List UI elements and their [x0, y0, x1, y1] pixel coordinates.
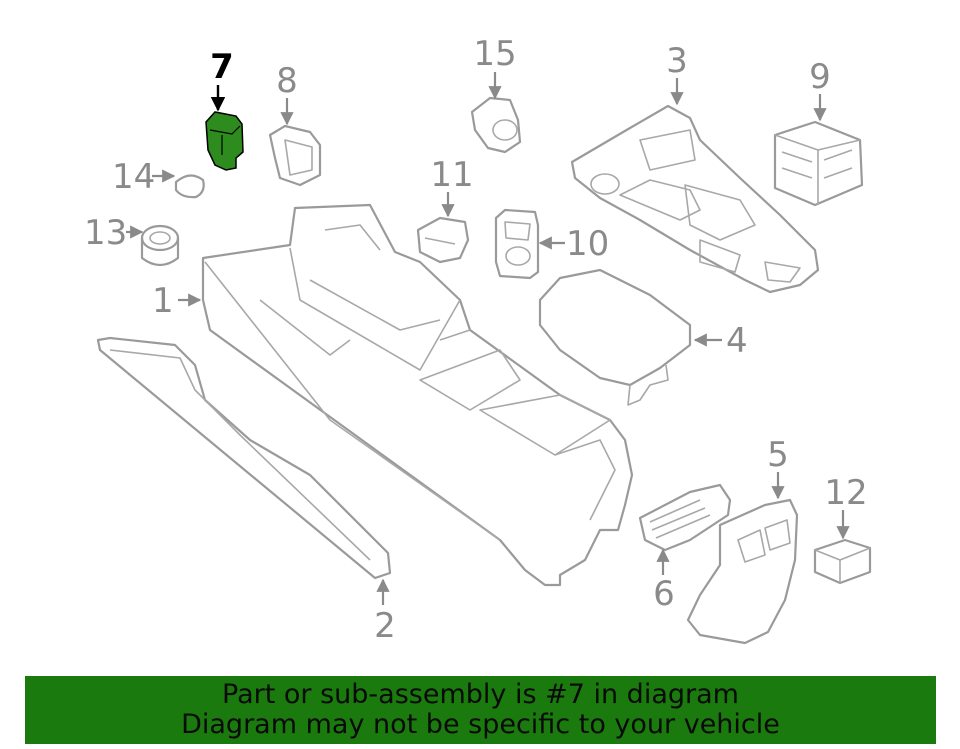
part-13-socket[interactable]: [140, 224, 180, 267]
part-1-console-body[interactable]: [201, 203, 634, 587]
part-8-switch[interactable]: [268, 124, 322, 187]
callout-3: 3: [666, 41, 688, 81]
part-6-rear-vent[interactable]: [638, 483, 732, 552]
callout-13: 13: [84, 213, 127, 253]
part-2-side-trim[interactable]: [96, 336, 392, 580]
callout-6: 6: [653, 574, 675, 614]
banner-line-1: Part or sub-assembly is #7 in diagram: [222, 679, 739, 710]
callout-12: 12: [824, 473, 867, 513]
part-9-module[interactable]: [773, 120, 864, 207]
callout-9: 9: [809, 57, 831, 97]
callout-1: 1: [152, 281, 174, 321]
callout-4: 4: [726, 321, 748, 361]
part-14-cap[interactable]: [174, 174, 205, 199]
part-12-connector[interactable]: [813, 538, 872, 585]
callout-2: 2: [374, 606, 396, 646]
callout-14: 14: [112, 157, 155, 197]
part-3-upper-finisher[interactable]: [570, 104, 820, 294]
part-15-knob[interactable]: [470, 96, 522, 154]
part-10-shifter[interactable]: [494, 208, 540, 280]
callout-5: 5: [767, 435, 789, 475]
callout-7: 7: [210, 47, 234, 87]
callout-labels: 7 8 15 3 9 11 10 14 13 1 4 5 12 6 2: [84, 34, 868, 646]
part-4-armrest-lid[interactable]: [538, 268, 692, 406]
banner-line-2: Diagram may not be specific to your vehi…: [181, 709, 780, 740]
callout-11: 11: [430, 155, 473, 195]
part-11-switch[interactable]: [416, 216, 470, 264]
callout-10: 10: [566, 224, 609, 264]
part-7-switch-highlighted[interactable]: [205, 111, 244, 171]
callout-15: 15: [473, 34, 516, 74]
part-5-rear-finisher[interactable]: [686, 498, 799, 645]
info-banner: Part or sub-assembly is #7 in diagram Di…: [25, 676, 936, 744]
callout-8: 8: [276, 61, 298, 101]
callout-arrows: [126, 72, 850, 605]
